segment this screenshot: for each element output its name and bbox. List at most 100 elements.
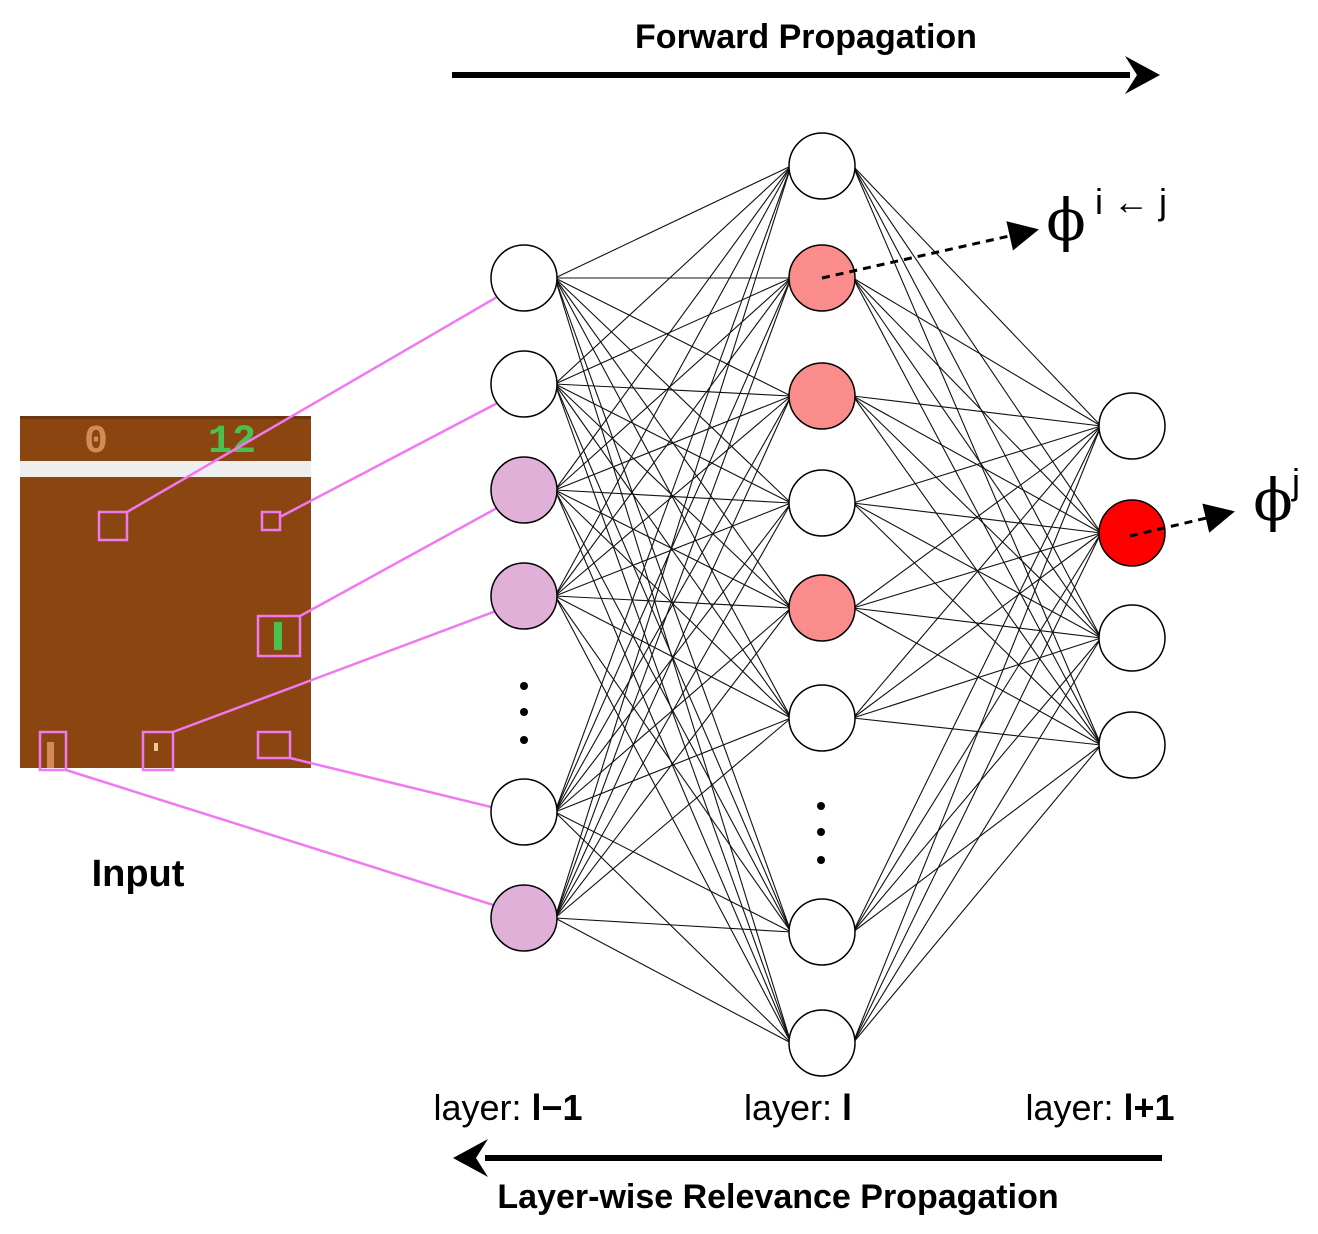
focus-box <box>97 510 129 542</box>
network-edge <box>554 395 792 813</box>
network-edge <box>554 165 792 385</box>
input-label: Input <box>92 853 185 895</box>
pointer-line <box>299 489 529 618</box>
network-edge <box>554 395 792 491</box>
network-edge <box>554 277 792 597</box>
input-neuron <box>490 562 558 630</box>
input-neuron <box>490 244 558 312</box>
network-edge <box>852 532 1102 609</box>
ball <box>154 743 158 751</box>
network-edge <box>554 395 792 919</box>
right-paddle <box>274 622 282 650</box>
hidden-neuron <box>788 684 856 752</box>
network-edge <box>852 425 1102 504</box>
network-edge <box>554 277 792 491</box>
network-edge <box>554 607 792 919</box>
phi-output-symbol: ϕ <box>1253 466 1293 534</box>
layer-symbol: l−1 <box>532 1087 583 1128</box>
layer-symbol: l+1 <box>1124 1087 1175 1128</box>
layer-prefix: layer: <box>433 1087 531 1128</box>
network-edge <box>554 489 792 1044</box>
network-edge <box>852 277 1102 534</box>
phi-output-superscript: j <box>1291 461 1300 502</box>
network-edge <box>554 502 792 597</box>
layer-prefix: layer: <box>1025 1087 1123 1128</box>
game-top-bar <box>20 461 311 477</box>
hidden-neuron <box>788 469 856 537</box>
network-edge <box>852 607 1102 639</box>
network-edge <box>852 165 1102 427</box>
network-edge <box>554 277 792 385</box>
network-edge <box>852 532 1102 933</box>
message-arrow <box>821 221 1039 280</box>
forward-propagation-label: Forward Propagation <box>635 18 977 56</box>
focus-box <box>256 730 292 760</box>
network-edge <box>852 744 1102 933</box>
network-edge <box>554 595 792 933</box>
network-edge <box>852 277 1102 427</box>
focus-box <box>256 614 302 658</box>
network-edge <box>852 607 1102 746</box>
layer-symbol: l <box>842 1087 852 1128</box>
hidden-neuron <box>788 132 856 200</box>
network-edge <box>852 532 1102 1044</box>
network-edge <box>852 637 1102 1044</box>
network-edge <box>554 502 792 919</box>
phi-message-symbol: ϕ <box>1046 186 1086 254</box>
network-edge <box>554 917 792 933</box>
pointer-line <box>65 768 529 918</box>
network-edges <box>554 165 1102 1044</box>
network-edge <box>852 395 1102 427</box>
network-nodes <box>490 132 1166 1077</box>
network-edge <box>554 165 792 919</box>
pointer-line <box>289 756 529 818</box>
output-neuron <box>1098 499 1166 567</box>
left-paddle <box>47 742 54 768</box>
output-neuron <box>1098 604 1166 672</box>
input-neuron <box>490 778 558 846</box>
network-edge <box>554 277 792 1044</box>
network-edge <box>554 165 792 813</box>
input-neuron <box>490 884 558 952</box>
network-edge <box>554 383 792 1044</box>
pointer-line <box>172 597 529 734</box>
network-edge <box>852 165 1102 534</box>
network-edge <box>554 277 792 397</box>
network-edge <box>554 383 792 719</box>
network-edge <box>554 595 792 1044</box>
network-edge <box>554 717 792 919</box>
game-frame: 0 12 <box>20 416 311 768</box>
focus-box <box>38 730 68 772</box>
pointer-line <box>279 385 529 519</box>
hidden-neuron <box>788 574 856 642</box>
network-edge <box>852 277 1102 746</box>
forward-arrow <box>452 56 1160 94</box>
hidden-neuron <box>788 898 856 966</box>
network-edge <box>852 425 1102 719</box>
network-edge <box>554 165 792 491</box>
network-edge <box>852 502 1102 746</box>
network-edge <box>554 395 792 597</box>
layer-label-current: layer: l <box>744 1087 852 1128</box>
network-edge <box>554 277 792 813</box>
network-edge <box>554 383 792 397</box>
pointer-line <box>126 277 529 514</box>
relevance-arrow <box>453 1139 1162 1177</box>
network-edge <box>554 717 792 813</box>
pointer-lines <box>38 277 529 918</box>
input-ellipsis <box>520 682 528 744</box>
layer-prefix: layer: <box>744 1087 842 1128</box>
input-neuron <box>490 350 558 418</box>
network-edge <box>852 744 1102 1044</box>
network-edge <box>554 595 792 609</box>
hidden-neuron <box>788 1009 856 1077</box>
focus-box <box>260 510 282 532</box>
network-edge <box>852 277 1102 639</box>
score-left: 0 <box>84 420 108 465</box>
phi-message-superscript: i ← j <box>1095 181 1167 222</box>
network-edge <box>554 165 792 597</box>
network-edge <box>554 811 792 1044</box>
network-edge <box>554 165 792 279</box>
layer-label-prev: layer: l−1 <box>433 1087 582 1128</box>
